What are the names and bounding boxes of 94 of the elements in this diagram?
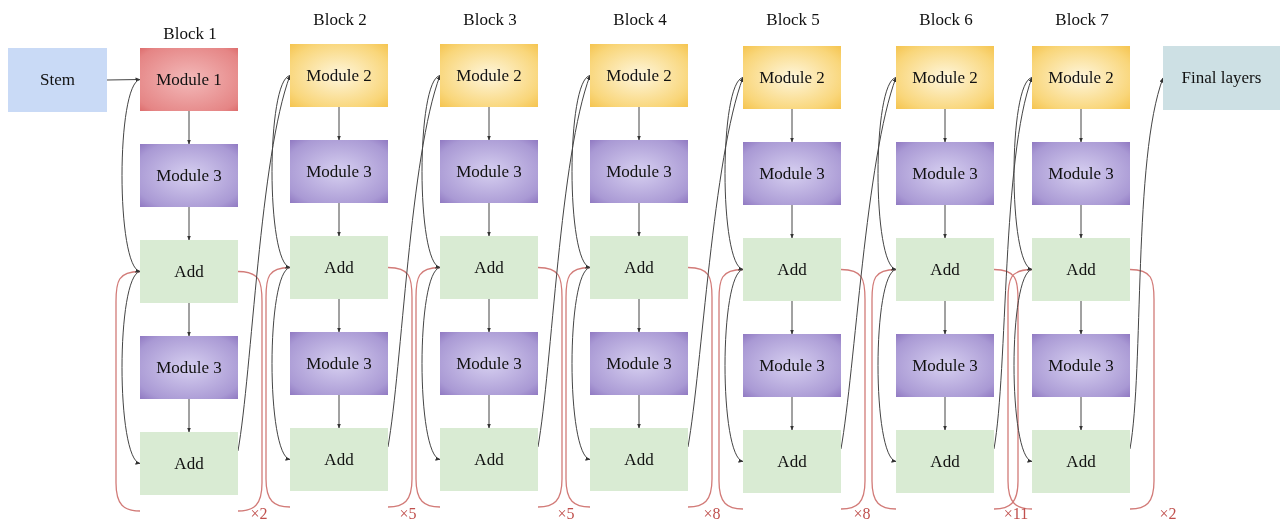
module-box: Module 3 xyxy=(896,142,994,205)
add-box: Add xyxy=(743,238,841,301)
module-box: Module 3 xyxy=(1032,142,1130,205)
final-layers-box: Final layers xyxy=(1163,46,1280,110)
block-title: Block 1 xyxy=(163,24,217,44)
arrow xyxy=(724,77,744,270)
arrow xyxy=(1079,204,1083,239)
add-box: Add xyxy=(590,428,688,491)
arrow xyxy=(1013,77,1033,270)
block-title: Block 3 xyxy=(463,10,517,30)
stem-box: Stem xyxy=(8,48,107,112)
arrow xyxy=(106,77,141,82)
add-box: Add xyxy=(140,240,238,303)
module-box: Module 3 xyxy=(440,140,538,203)
arrow xyxy=(421,75,441,268)
arrow xyxy=(877,77,897,270)
arrow xyxy=(943,300,947,335)
add-box: Add xyxy=(896,430,994,493)
add-box: Add xyxy=(440,428,538,491)
arrow xyxy=(337,106,341,141)
add-box: Add xyxy=(1032,430,1130,493)
arrow xyxy=(1079,396,1083,431)
block-title: Block 4 xyxy=(613,10,667,30)
add-box: Add xyxy=(743,430,841,493)
arrow xyxy=(187,110,191,145)
arrow xyxy=(1079,300,1083,335)
arrow xyxy=(790,204,794,239)
module-box: Module 3 xyxy=(440,332,538,395)
module-box: Module 3 xyxy=(896,334,994,397)
block-title: Block 5 xyxy=(766,10,820,30)
module-box: Module 2 xyxy=(590,44,688,107)
arrow xyxy=(637,106,641,141)
repeat-count: ×2 xyxy=(1159,505,1177,520)
repeat-count: ×8 xyxy=(703,505,721,520)
arrow xyxy=(724,269,744,462)
module-box: Module 2 xyxy=(896,46,994,109)
add-box: Add xyxy=(140,432,238,495)
repeat-count: ×8 xyxy=(853,505,871,520)
arrow xyxy=(637,202,641,237)
arrow xyxy=(790,300,794,335)
arrow xyxy=(1013,269,1033,462)
arrow xyxy=(121,79,141,272)
arrow xyxy=(337,202,341,237)
repeat-count: ×11 xyxy=(1003,505,1029,520)
module-box: Module 3 xyxy=(590,140,688,203)
module-box: Module 2 xyxy=(743,46,841,109)
arrow xyxy=(571,75,591,268)
add-box: Add xyxy=(896,238,994,301)
block-title: Block 7 xyxy=(1055,10,1109,30)
arrow xyxy=(487,394,491,429)
add-box: Add xyxy=(440,236,538,299)
arrow xyxy=(943,108,947,143)
module-box: Module 3 xyxy=(140,336,238,399)
repeat-count: ×5 xyxy=(557,505,575,520)
arrow xyxy=(337,394,341,429)
block-title: Block 6 xyxy=(919,10,973,30)
arrow xyxy=(943,396,947,431)
module-box: Module 3 xyxy=(290,140,388,203)
module-box: Module 2 xyxy=(290,44,388,107)
arrow xyxy=(337,298,341,333)
arrow xyxy=(790,396,794,431)
module-box: Module 2 xyxy=(1032,46,1130,109)
arrow xyxy=(421,267,441,460)
arrow xyxy=(637,298,641,333)
add-box: Add xyxy=(590,236,688,299)
arrow xyxy=(187,302,191,337)
module-box: Module 1 xyxy=(140,48,238,111)
module-box: Module 3 xyxy=(140,144,238,207)
module-box: Module 3 xyxy=(590,332,688,395)
arrow xyxy=(571,267,591,460)
arrow xyxy=(187,206,191,241)
arrow xyxy=(487,298,491,333)
arrow xyxy=(943,204,947,239)
arrow xyxy=(271,267,291,460)
module-box: Module 3 xyxy=(743,142,841,205)
add-box: Add xyxy=(290,428,388,491)
add-box: Add xyxy=(1032,238,1130,301)
module-box: Module 3 xyxy=(743,334,841,397)
arrow xyxy=(637,394,641,429)
block-title: Block 2 xyxy=(313,10,367,30)
arrow xyxy=(487,106,491,141)
module-box: Module 3 xyxy=(290,332,388,395)
arrow xyxy=(487,202,491,237)
repeat-count: ×2 xyxy=(250,505,268,520)
arrow xyxy=(121,271,141,464)
arrow xyxy=(877,269,897,462)
arrow xyxy=(271,75,291,268)
arrow xyxy=(187,398,191,433)
module-box: Module 2 xyxy=(440,44,538,107)
repeat-count: ×5 xyxy=(399,505,417,520)
module-box: Module 3 xyxy=(1032,334,1130,397)
add-box: Add xyxy=(290,236,388,299)
arrow xyxy=(1079,108,1083,143)
arrow xyxy=(790,108,794,143)
